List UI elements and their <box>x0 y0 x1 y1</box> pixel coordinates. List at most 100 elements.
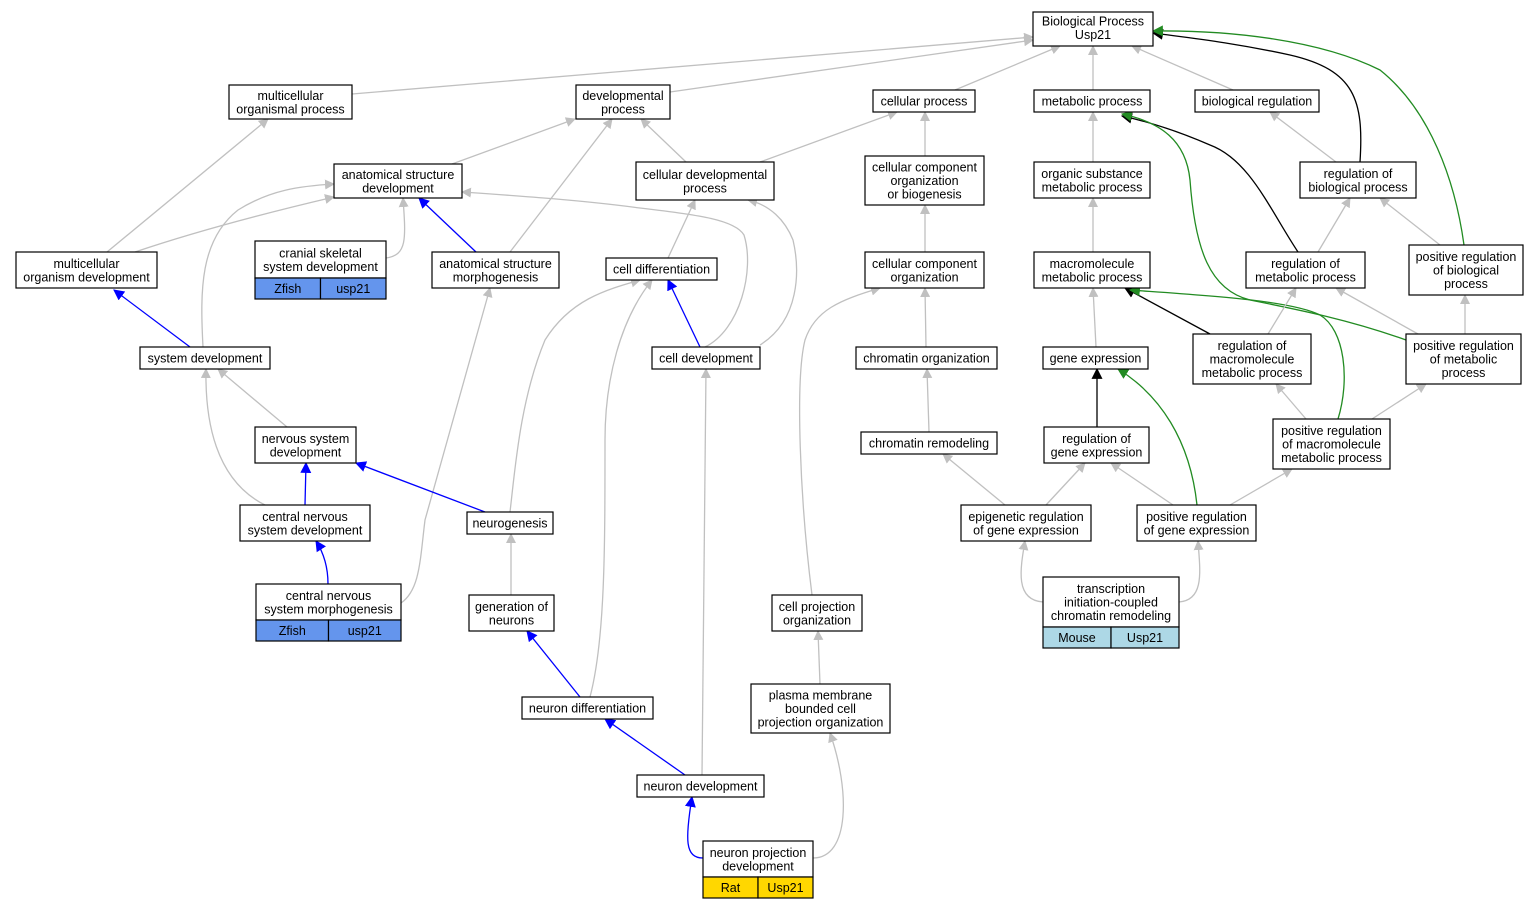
term-box <box>1408 244 1524 296</box>
term-box <box>15 251 158 289</box>
edge-part-of-cell-development-to-cell-differentiation <box>667 279 701 348</box>
go-term-cell-differentiation[interactable]: cell differentiation <box>605 257 718 281</box>
term-label-line: metabolic process <box>1042 180 1143 194</box>
term-label-line: development <box>722 859 794 873</box>
root-label-line: Biological Process <box>1042 15 1144 29</box>
term-label-line: neuron development <box>644 780 758 794</box>
term-box <box>1033 251 1151 289</box>
term-box <box>254 426 357 464</box>
edge-part-of-neurogenesis-to-nervous-system-development <box>354 461 486 513</box>
term-label-line: anatomical structure <box>342 168 455 182</box>
node-layer: Biological ProcessUsp21multicellularorga… <box>15 11 1524 899</box>
edge-is-a-regulation-of-macromolecule-metabolic-process-to-regulation-of-metabolic-process <box>1267 287 1297 335</box>
term-box <box>239 504 371 542</box>
edge-is-a-regulation-of-biological-process-to-biological-regulation <box>1269 111 1337 163</box>
annotation-gene: Usp21 <box>767 881 803 895</box>
term-label-line: cell differentiation <box>613 263 710 277</box>
term-box <box>1033 89 1151 113</box>
term-label-line: organismal process <box>236 102 344 116</box>
term-label-line: metabolic process <box>1042 95 1143 109</box>
term-box <box>1245 251 1366 289</box>
edge-is-a-multicellular-organism-development-to-multicellular-organismal-process <box>106 118 269 253</box>
go-term-biological-regulation[interactable]: biological regulation <box>1194 89 1320 113</box>
term-box <box>702 840 814 878</box>
edge-positively-regulates-positive-regulation-of-metabolic-process-to-metabolic-process <box>1120 110 1407 341</box>
edge-part-of-central-nervous-system-development-to-nervous-system-development <box>300 461 312 506</box>
go-term-neurogenesis[interactable]: neurogenesis <box>466 511 554 535</box>
go-term-transcription-initiation-coupled-chromatin-remodeling[interactable]: transcriptioninitiation-coupledchromatin… <box>1042 576 1180 649</box>
term-label-line: of biological <box>1433 264 1499 278</box>
term-box <box>466 511 554 535</box>
term-label-line: chromatin remodeling <box>1051 609 1171 623</box>
go-term-neuron-differentiation[interactable]: neuron differentiation <box>521 696 654 720</box>
edge-is-a-positive-regulation-of-biological-process-to-regulation-of-biological-process <box>1379 197 1441 246</box>
term-box <box>771 594 863 632</box>
go-term-metabolic-process[interactable]: metabolic process <box>1033 89 1151 113</box>
edge-is-a-anatomical-structure-development-to-developmental-process <box>451 117 576 165</box>
annotation-species: Rat <box>721 881 741 895</box>
edge-part-of-central-nervous-system-morphogenesis-to-central-nervous-system-development <box>315 540 329 585</box>
edge-is-a-epigenetic-regulation-of-gene-expression-to-regulation-of-gene-expression <box>1045 462 1086 506</box>
go-term-cellular-process[interactable]: cellular process <box>872 89 976 113</box>
term-label-line: nervous system <box>262 432 350 446</box>
term-label-line: macromolecule <box>1210 353 1295 367</box>
term-label-line: organization <box>783 613 851 627</box>
term-label-line: positive regulation <box>1281 424 1382 438</box>
annotation-gene-cell <box>319 277 387 300</box>
term-label-line: metabolic process <box>1281 451 1382 465</box>
term-label-line: organism development <box>23 270 150 284</box>
edge-is-a-developmental-process-to-root <box>669 36 1034 93</box>
edge-positively-regulates-positive-regulation-of-gene-expression-to-gene-expression <box>1117 368 1198 506</box>
go-term-chromatin-organization[interactable]: chromatin organization <box>855 346 998 370</box>
term-box <box>1042 346 1149 370</box>
term-label-line: system development <box>263 260 378 274</box>
go-term-chromatin-remodeling[interactable]: chromatin remodeling <box>860 431 998 455</box>
term-label-line: developmental <box>582 89 663 103</box>
term-box <box>228 84 353 120</box>
edge-is-a-cell-development-to-anatomical-structure-development <box>461 187 749 348</box>
edge-is-a-transcription-initiation-coupled-chromatin-remodeling-to-positive-regulation-of-gene-expression <box>1178 540 1204 603</box>
edge-is-a-positive-regulation-of-metabolic-process-to-regulation-of-metabolic-process <box>1335 287 1419 335</box>
term-box <box>255 583 402 621</box>
go-term-cell-development[interactable]: cell development <box>651 346 761 370</box>
go-term-gene-expression[interactable]: gene expression <box>1042 346 1149 370</box>
term-label-line: generation of <box>475 600 549 614</box>
edge-is-a-chromatin-organization-to-cellular-component-organization <box>920 287 931 348</box>
term-label-line: regulation of <box>1218 339 1287 353</box>
edge-is-a-cranial-skeletal-system-development-to-anatomical-structure-development <box>385 197 409 259</box>
edge-is-a-positive-regulation-of-gene-expression-to-positive-regulation-of-macromolecule-metabolic-process <box>1229 468 1293 506</box>
go-term-neuron-development[interactable]: neuron development <box>636 774 765 798</box>
term-box <box>855 346 998 370</box>
term-label-line: biological process <box>1308 180 1407 194</box>
go-term-system-development[interactable]: system development <box>139 346 271 370</box>
edge-is-a-cell-projection-organization-to-cellular-component-organization <box>799 285 881 596</box>
